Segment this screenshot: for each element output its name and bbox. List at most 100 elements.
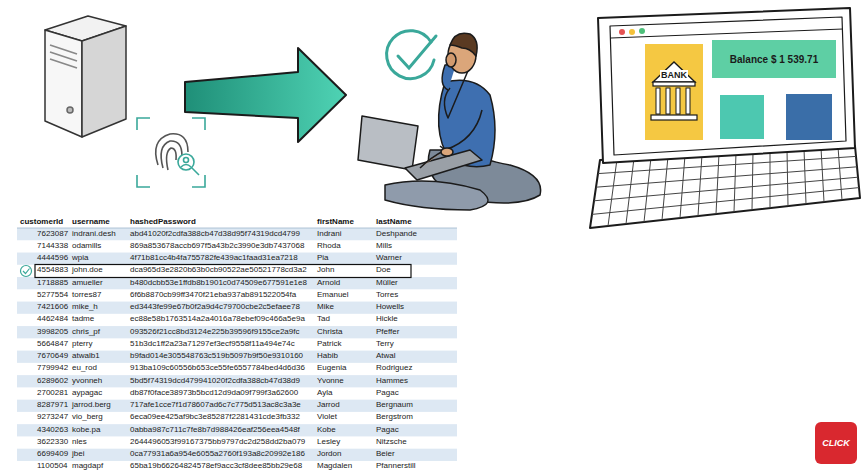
drawing-part [594,177,858,201]
drawing-part [662,156,668,220]
table-cell: 7670649 [37,352,68,360]
drawing-part [611,29,843,38]
table-cell: Warner [376,254,402,262]
drawing-part [17,326,457,338]
table-cell: Pagac [376,426,399,434]
drawing-part [619,29,625,35]
drawing-part [181,165,191,168]
drawing-part [17,228,457,229]
drawing-part [192,118,205,130]
table-cell: Tad [317,315,330,323]
table-cell: 4462484 [37,315,68,323]
table-cell: Pfannerstill [376,462,416,470]
table-cell: vio_berg [72,413,103,421]
drawing-part [592,188,859,215]
drawing-part [178,154,194,170]
drawing-part [167,148,177,170]
balance-text: Balance $ 1 539.71 [730,54,818,65]
table-cell: Ayla [317,389,332,397]
table-cell: Mills [376,242,392,250]
check-icon [387,31,436,79]
drawing-part [82,26,126,137]
table-cell: 0ca77931a6a954e6055a2760f193a8c20992e186 [130,450,305,458]
drawing-part [639,28,645,34]
table-cell: 6289602 [37,377,68,385]
table-cell: 2700281 [37,389,68,397]
click-button: CLICK [815,422,857,464]
drawing-part [441,148,453,156]
table-cell: aypagac [72,389,102,397]
drawing-part [786,94,832,140]
table-cell: 6699409 [37,450,68,458]
table-cell: atwalb1 [72,352,100,360]
drawing-part [680,155,685,218]
drawing-part [137,118,150,130]
drawing-part [23,269,30,274]
drawing-part [716,153,719,214]
drawing-part [184,158,189,163]
table-cell: John [317,266,334,274]
table-cell: Hickle [376,315,398,323]
table-cell: tadme [72,315,94,323]
drawing-part [358,116,418,170]
server-icon [45,16,126,137]
drawing-part [50,59,77,68]
table-cell: torres87 [72,291,101,299]
drawing-part [770,151,771,208]
table-cell: Nitzsche [376,438,407,446]
drawing-part [644,157,651,222]
drawing-part [17,449,457,461]
table-cell: odamills [72,242,101,250]
drawing-part [629,29,635,35]
drawing-part [752,152,753,210]
table-cell: jarrod.berg [72,401,111,409]
button-label: CLICK [822,438,850,448]
table-cell: db87f0face38973b5bcd12d9da09f799f3a62600 [130,389,298,397]
table-cell: Yvonne [317,377,344,385]
table-cell: 6eca09ee425af9bc3e85287f2281431cde3fb332 [130,413,300,421]
table-cell: Kobe [317,426,336,434]
table-cell: yvonneh [72,377,102,385]
table-cell: Bergstrom [376,413,413,421]
drawing-part [440,110,482,150]
row-shading [17,228,457,461]
table-cell: 3998205 [37,328,68,336]
drawing-part [17,351,457,363]
drawing-part [450,33,477,56]
table-cell: Mike [317,303,334,311]
bank-building-icon [645,44,703,140]
drawing-part [21,266,32,277]
table-cell: Müller [376,279,398,287]
table-header: lastName [376,218,412,226]
drawing-part [385,181,488,210]
drawing-part [192,168,199,175]
table-cell: indrani.desh [72,230,116,238]
table-cell: ed3443fe99e67b0f2a9d4c79700cbe2c5efaee78 [130,303,300,311]
table-cell: 6f6b8870cb99ff3470f21eba937ab891522054fa [130,291,296,299]
drawing-part [398,36,436,68]
table-cell: Jarrod [317,401,340,409]
table-cell: Torres [376,291,398,299]
drawing-part [156,134,188,165]
table-cell: Magdalen [317,462,352,470]
table-cell: mike_h [72,303,98,311]
table-cell: Violet [317,413,337,421]
table-cell: 3622330 [37,438,68,446]
drawing-part [17,400,457,412]
drawing-part [387,31,434,79]
drawing-part [698,154,702,216]
drawing-part [446,53,456,67]
fingerprint-icon [137,118,205,187]
drawing-part [720,95,764,139]
table-cell: kobe.pa [72,426,100,434]
drawing-part [734,153,736,212]
table-header: username [72,218,110,226]
table-cell: 65ba19b66264824578ef9acc3cf8dee85bb29e68 [130,462,302,470]
table-cell: chris_pf [72,328,100,336]
drawing-part [192,175,205,187]
drawing-part [804,149,806,204]
table-cell: Emanuel [317,291,349,299]
table-cell: Jordon [317,450,341,458]
drawing-part [596,167,857,187]
drawing-part [137,175,150,187]
